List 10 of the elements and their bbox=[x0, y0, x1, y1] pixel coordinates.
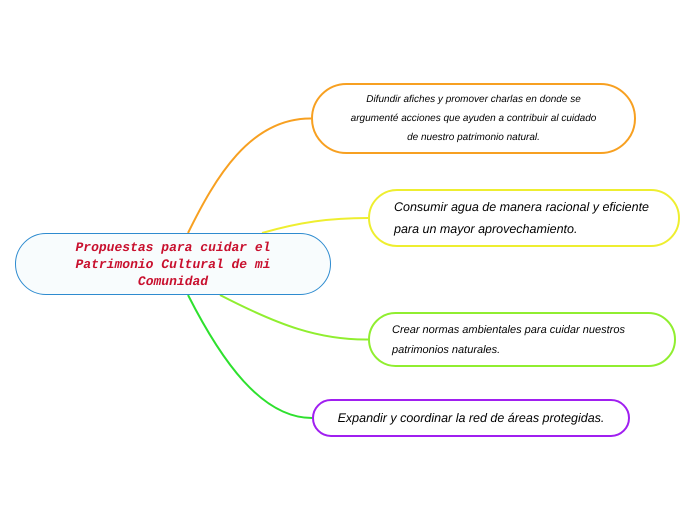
subtopic-text: Difundir afiches y promover charlas en donde se argumenté acciones que ayuden a contribuir al cuidado de nuestro patrimonio natural. bbox=[350, 93, 598, 145]
subtopic-text: Crear normas ambientales para cuidar nuestros patrimonios naturales. bbox=[392, 322, 626, 358]
connector-curve bbox=[220, 294, 368, 340]
connector-curve bbox=[187, 118, 312, 234]
topic-title: Propuestas para cuidar el Patrimonio Cultural de mi Comunidad bbox=[74, 238, 272, 290]
subtopic-node bbox=[312, 399, 630, 437]
connector-curve bbox=[187, 294, 312, 419]
subtopic-text: Consumir agua de manera racional y eficiente para un mayor aprovechamiento. bbox=[394, 199, 650, 238]
subtopic-text: Expandir y coordinar la red de áreas protegidas. bbox=[338, 410, 604, 427]
connector-curve bbox=[262, 217, 368, 234]
